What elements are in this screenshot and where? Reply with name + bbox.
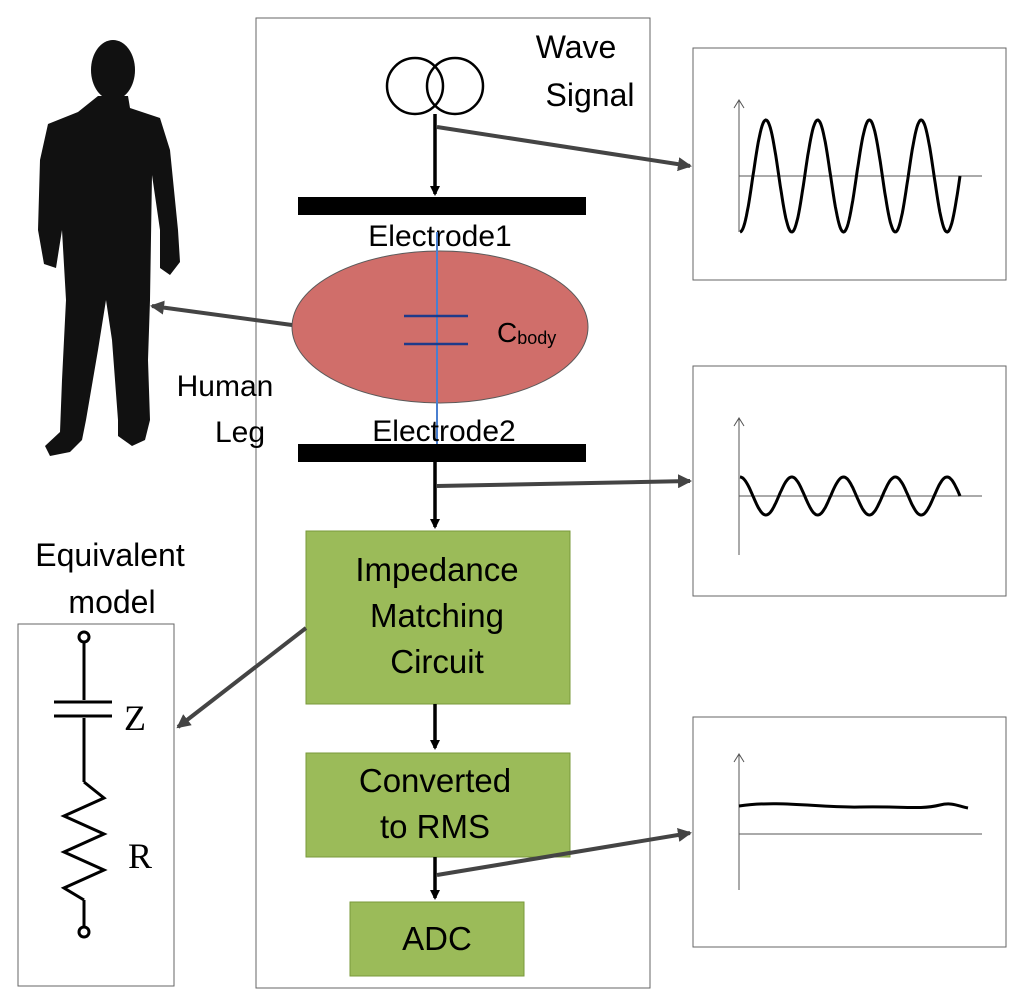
electrode-to-wave-panel-arrow (436, 474, 692, 489)
person-silhouette-icon (38, 40, 180, 456)
equivalent-model-title-2: model (68, 584, 155, 620)
body-tissue-ellipse (291, 250, 589, 404)
rms-flat-line (738, 802, 969, 810)
adc-to-rms-panel-arrow (436, 828, 692, 877)
equivalent-model-frame (17, 623, 175, 987)
electrode1-plate (298, 197, 586, 215)
impedance-line1: Impedance (355, 551, 518, 588)
cbody-label: Cbody (497, 317, 556, 348)
r-label: R (128, 836, 152, 876)
electrode2-label: Electrode2 (372, 415, 515, 448)
wave-signal-title-2: Signal (546, 77, 635, 113)
z-label: Z (124, 698, 146, 738)
body-to-human-arrow (150, 300, 293, 327)
adc-block (349, 901, 525, 977)
equivalent-circuit-icon (54, 630, 112, 939)
human-leg-label-2: Leg (215, 416, 265, 449)
impedance-line2: Matching (370, 597, 504, 634)
rms-line1: Converted (359, 762, 511, 799)
impedance-matching-block (305, 530, 571, 705)
source-to-wave-panel-arrow (436, 125, 692, 172)
main-frame (255, 17, 651, 989)
impedance-line3: Circuit (390, 643, 484, 680)
wave-signal-title: Wave (536, 29, 617, 65)
attenuated-sine-wave (739, 475, 962, 517)
rms-block (305, 752, 571, 858)
rms-output-panel (692, 716, 1007, 948)
attenuated-wave-panel (692, 365, 1007, 597)
electrode1-label: Electrode1 (368, 220, 511, 253)
impedance-to-model-arrow (176, 626, 308, 729)
input-wave-panel (692, 47, 1007, 281)
human-leg-label: Human (177, 370, 274, 403)
equivalent-model-title: Equivalent (35, 537, 185, 573)
adc-label: ADC (402, 920, 472, 957)
current-source-icon (385, 56, 485, 116)
rms-line2: to RMS (380, 808, 490, 845)
input-sine-wave (739, 118, 962, 234)
electrode2-plate (298, 444, 586, 462)
